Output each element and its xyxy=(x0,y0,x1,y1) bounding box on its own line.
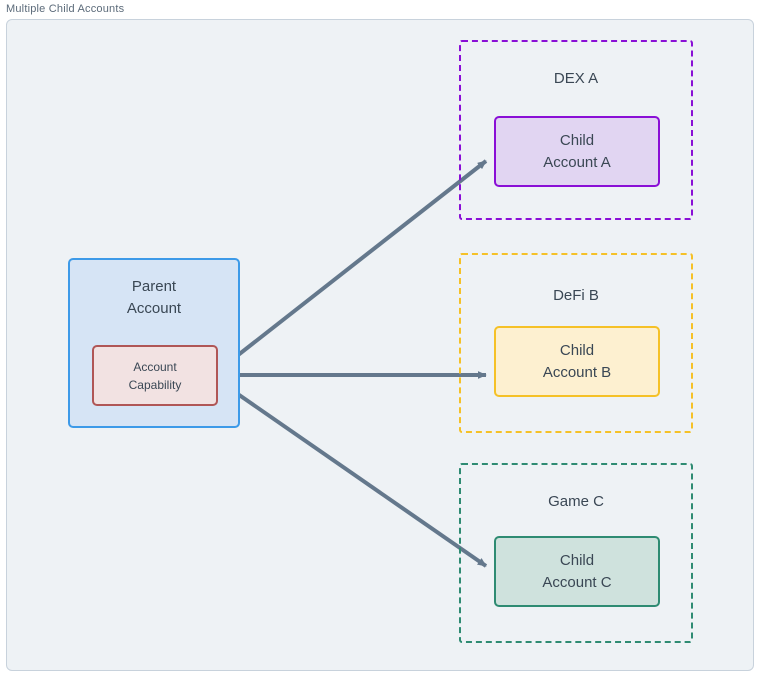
account-capability-label-line1: Account xyxy=(133,359,177,374)
child-account-b-label-line1: Child xyxy=(559,341,595,359)
parent-account-label-line2: Account xyxy=(126,300,182,317)
group-game-c-title: Game C xyxy=(548,493,604,510)
group-dex-a-title: DEX A xyxy=(553,70,599,87)
child-account-a-label-line1: Child xyxy=(559,131,595,149)
group-defi-b: DeFi B xyxy=(459,253,693,433)
child-account-c-label-line2: Account C xyxy=(542,573,612,591)
child-account-b-node[interactable]: Child Account B xyxy=(494,326,660,397)
child-account-a-node[interactable]: Child Account A xyxy=(494,116,660,187)
account-capability-label-line2: Capability xyxy=(128,377,182,392)
diagram-caption: Multiple Child Accounts xyxy=(6,3,125,15)
group-game-c: Game C xyxy=(459,463,693,643)
child-account-a-label-line2: Account A xyxy=(543,153,611,171)
child-account-b-label-line2: Account B xyxy=(542,363,612,381)
group-defi-b-title: DeFi B xyxy=(553,287,599,304)
parent-account-label-line1: Parent xyxy=(131,278,177,295)
account-capability-node[interactable]: Account Capability xyxy=(92,345,218,406)
child-account-c-label-line1: Child xyxy=(559,551,595,569)
child-account-c-node[interactable]: Child Account C xyxy=(494,536,660,607)
group-dex-a: DEX A xyxy=(459,40,693,220)
